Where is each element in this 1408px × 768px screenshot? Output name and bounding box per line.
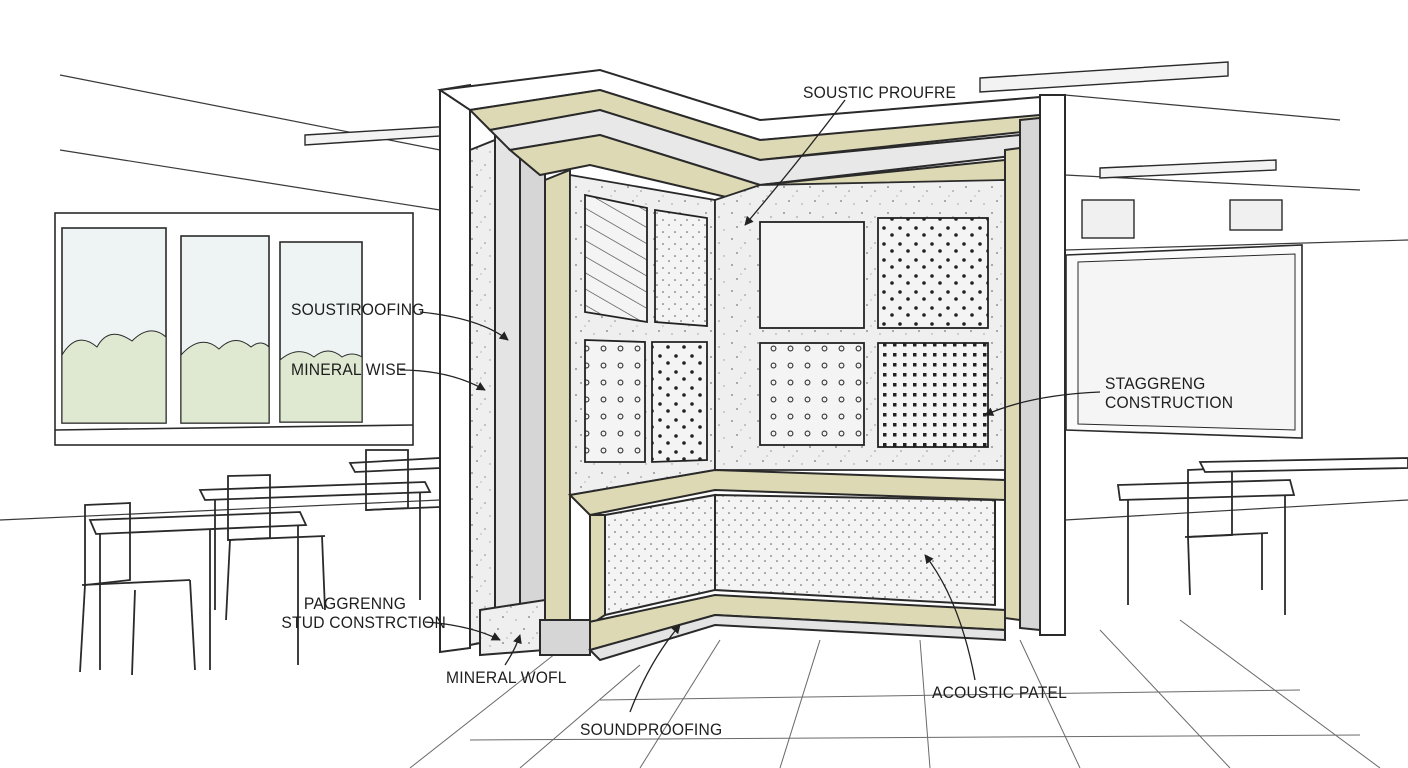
label-right-upper-line2: CONSTRUCTION xyxy=(1105,393,1234,413)
ceiling-light-right xyxy=(979,61,1277,179)
wall-speakers xyxy=(1081,199,1283,239)
acoustic-panels xyxy=(584,193,989,463)
left-wall-section xyxy=(439,83,571,657)
whiteboard xyxy=(1065,244,1303,439)
window xyxy=(54,212,414,446)
floor-planks xyxy=(409,619,1381,768)
desks-left xyxy=(79,449,441,676)
label-top: SOUSTIC PROUFRE xyxy=(803,83,957,102)
label-left-lower: PAGGRENNG STUD CONSTRCTION xyxy=(281,594,446,633)
desks-right xyxy=(1116,457,1408,615)
label-bottom-center: SOUNDPROOFING xyxy=(580,720,723,739)
label-right-upper: STAGGRENG CONSTRUCTION xyxy=(1105,374,1233,412)
label-left-lower-line1: PAGGRENNG xyxy=(303,594,407,613)
label-left-mid: MINERAL WISE xyxy=(291,360,407,379)
label-left-lower-line2: STUD CONSTRCTION xyxy=(281,613,446,633)
label-right-upper-line1: STAGGRENG xyxy=(1105,374,1206,393)
callout-lines xyxy=(399,99,1101,713)
label-bottom-left: MINERAL WOFL xyxy=(446,668,567,687)
base-section xyxy=(539,468,1006,662)
label-bottom-right: ACOUSTIC PATEL xyxy=(932,683,1067,702)
right-wall-section xyxy=(1004,94,1066,636)
label-left-upper: SOUSTIROOFING xyxy=(291,300,425,319)
